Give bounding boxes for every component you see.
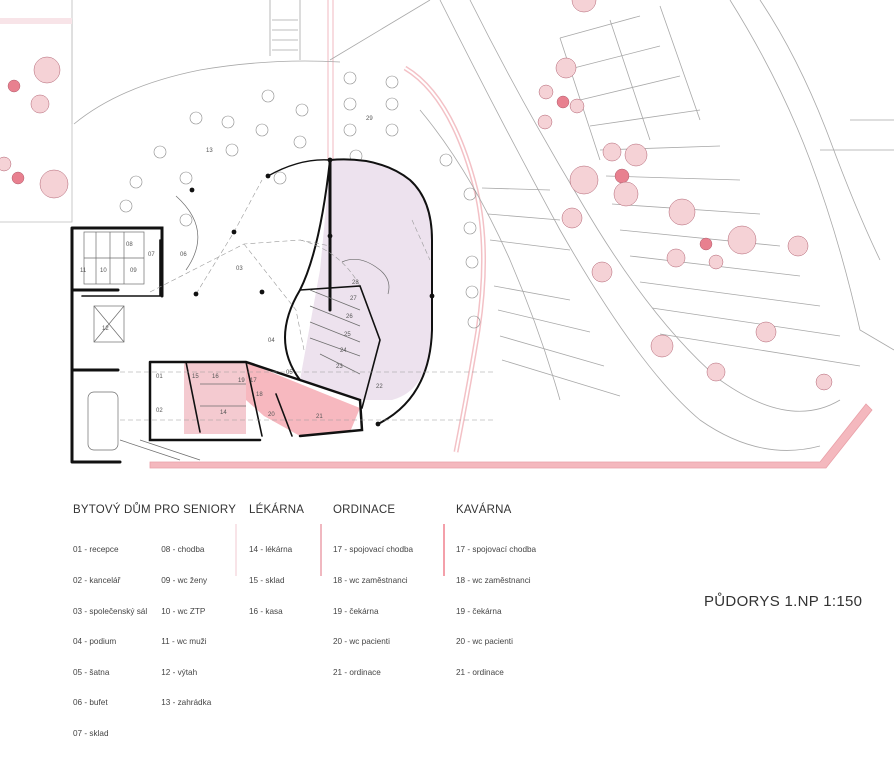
legend-kavarna: KAVÁRNA 17 - spojovací chodba 18 - wc za…: [456, 504, 536, 698]
neighbour-roof-strip: [0, 18, 72, 24]
legend-bytovy: BYTOVÝ DŮM PRO SENIORY 01 - recepce 02 -…: [73, 504, 236, 760]
room-label: 08: [126, 242, 133, 248]
room-label: 09: [130, 268, 137, 274]
interior-lines: [83, 195, 390, 461]
room-label: 15: [192, 374, 199, 380]
room-label: 25: [344, 332, 351, 338]
room-label: 19: [238, 378, 245, 384]
legend-item: 19 - čekárna: [456, 606, 502, 616]
columns: [189, 157, 435, 427]
plan-caption: PŮDORYS 1.NP 1:150: [704, 593, 863, 610]
legend-title-lekarna: LÉKÁRNA: [249, 504, 305, 516]
legend-item: 10 - wc ZTP: [161, 606, 206, 616]
room-label: 27: [350, 296, 357, 302]
pharmacy-zone: [184, 362, 246, 434]
room-label: 16: [212, 374, 219, 380]
legend-item: 12 - výtah: [161, 667, 198, 677]
room-label: 22: [376, 384, 383, 390]
legend-item: 11 - wc muži: [161, 637, 207, 647]
legend-item: 21 - ordinace: [333, 667, 381, 677]
legend-item: 16 - kasa: [249, 606, 283, 616]
room-label: 29: [366, 116, 373, 122]
legend-item: 20 - wc pacienti: [456, 637, 513, 647]
clinic-zone: [246, 362, 360, 436]
legend-item: 20 - wc pacienti: [333, 637, 390, 647]
room-label: 24: [340, 348, 347, 354]
room-label: 03: [236, 266, 243, 272]
legend-accent-ordinace: [320, 524, 322, 576]
dashed-lines: [120, 179, 494, 421]
room-label: 01: [156, 374, 163, 380]
legend-item: 07 - sklad: [73, 729, 109, 739]
room-label: 05: [286, 370, 293, 376]
trees: [0, 0, 833, 391]
legend-ordinace: ORDINACE 17 - spojovací chodba 18 - wc z…: [333, 504, 413, 698]
room-labels: 01 02 03 04 05 06 07 08 09 10 11 12 13 1…: [80, 116, 383, 420]
room-label: 18: [256, 392, 263, 398]
legend-item: 15 - sklad: [249, 576, 285, 586]
floor-plan: 01 02 03 04 05 06 07 08 09 10 11 12 13 1…: [0, 0, 894, 469]
legend-item: 21 - ordinace: [456, 667, 504, 677]
legend-title-ordinace: ORDINACE: [333, 504, 396, 516]
room-label: 20: [268, 412, 275, 418]
room-label: 07: [148, 252, 155, 258]
garden-tables: [119, 71, 481, 329]
room-label: 28: [352, 280, 359, 286]
legend-item: 19 - čekárna: [333, 606, 379, 616]
cafe-zone: [300, 159, 432, 400]
legend-item: 05 - šatna: [73, 667, 110, 677]
room-label: 17: [250, 378, 257, 384]
legend-item: 09 - wc ženy: [161, 576, 208, 586]
room-label: 26: [346, 314, 353, 320]
legend-item: 02 - kancelář: [73, 576, 121, 586]
legend-item: 18 - wc zaměstnanci: [333, 576, 408, 586]
legend-accent-kavarna: [443, 524, 445, 576]
legend-item: 13 - zahrádka: [161, 698, 212, 708]
room-label: 14: [220, 410, 227, 416]
legend-col-2: 08 - chodba 09 - wc ženy 10 - wc ZTP 11 …: [161, 525, 211, 760]
legend-title-bytovy: BYTOVÝ DŮM PRO SENIORY: [73, 504, 237, 516]
legend-item: 08 - chodba: [161, 545, 205, 555]
room-label: 21: [316, 414, 323, 420]
room-label: 06: [180, 252, 187, 258]
legend-item: 04 - podium: [73, 637, 117, 647]
legend-item: 03 - společenský sál: [73, 606, 148, 616]
legend-item: 18 - wc zaměstnanci: [456, 576, 531, 586]
legend-accent-lekarna: [235, 524, 237, 576]
building-walls: [70, 158, 433, 464]
legend-item: 14 - lékárna: [249, 545, 293, 555]
legend-lekarna: LÉKÁRNA 14 - lékárna 15 - sklad 16 - kas…: [249, 504, 304, 637]
legend-item: 17 - spojovací chodba: [456, 545, 537, 555]
room-label: 02: [156, 408, 163, 414]
room-label: 04: [268, 338, 275, 344]
legend-col-1: 01 - recepce 02 - kancelář 03 - společen…: [73, 525, 147, 760]
room-label: 23: [336, 364, 343, 370]
room-label: 13: [206, 148, 213, 154]
legend-item: 01 - recepce: [73, 545, 119, 555]
room-label: 12: [102, 326, 109, 332]
room-label: 11: [80, 268, 87, 274]
legend-item: 06 - bufet: [73, 698, 108, 708]
legend-item: 17 - spojovací chodba: [333, 545, 414, 555]
room-label: 10: [100, 268, 107, 274]
legend-title-kavarna: KAVÁRNA: [456, 504, 512, 516]
site-paths: [149, 0, 873, 469]
